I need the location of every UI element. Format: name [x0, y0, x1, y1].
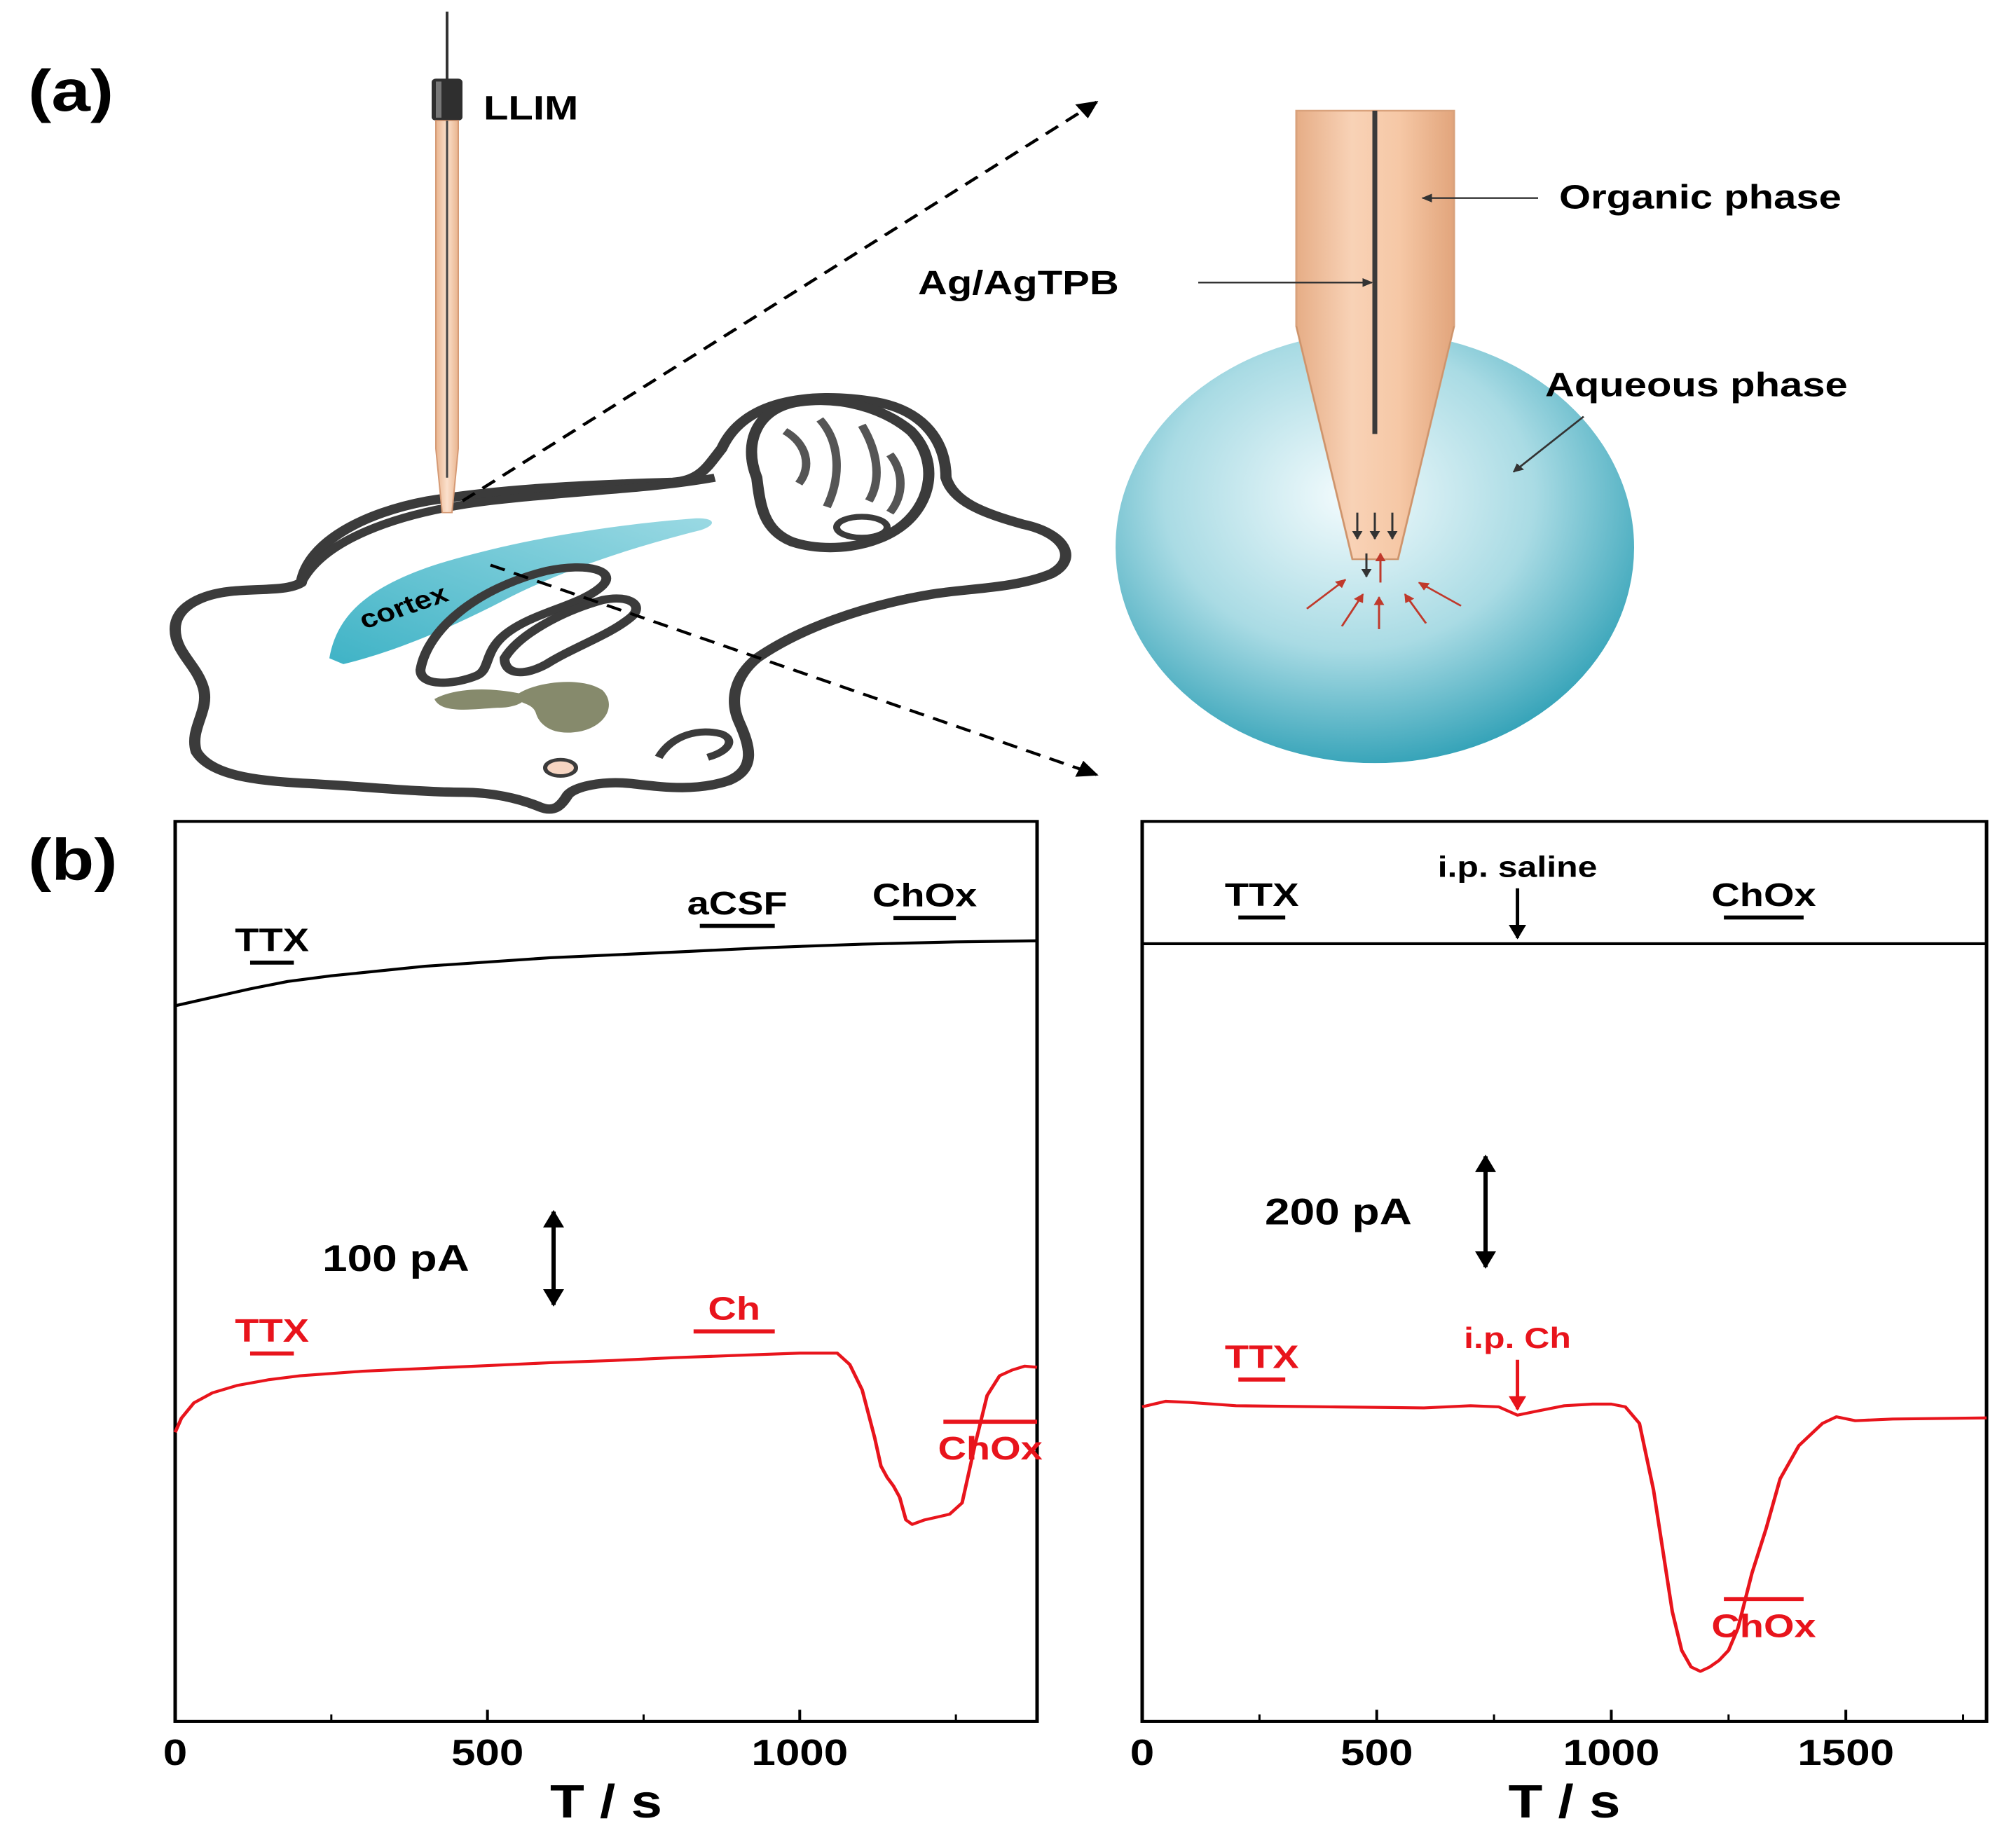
ion-arrows-red — [1305, 552, 1462, 629]
brain-inner-fold — [296, 474, 716, 584]
annotation-label: ChOx — [872, 877, 978, 913]
annotation-label: i.p. Ch — [1464, 1321, 1571, 1354]
panel-b-label: (b) — [28, 827, 118, 892]
cerebellum — [746, 395, 935, 553]
basal-region-1 — [434, 689, 525, 710]
plot-frame — [173, 820, 1039, 1723]
plot-frame — [1140, 820, 1989, 1723]
annotation-label: i.p. saline — [1438, 850, 1598, 883]
aqueous-pointer — [1512, 415, 1585, 473]
x-tick-label: 0 — [1130, 1733, 1154, 1773]
red-trace — [173, 1352, 1038, 1526]
annotation-label: aCSF — [687, 884, 788, 921]
annotation-label: TTX — [235, 1312, 309, 1349]
ion-arrows-down — [1352, 512, 1398, 578]
black-trace — [174, 939, 1038, 1008]
annotation-label: ChOx — [1711, 1607, 1816, 1644]
organic-phase-label: Organic phase — [1559, 179, 1842, 216]
x-axis-label: T / s — [1508, 1775, 1620, 1827]
x-tick-label: 1000 — [751, 1733, 848, 1773]
annotation-label: TTX — [1225, 876, 1299, 912]
annotation-label: ChOx — [938, 1430, 1043, 1466]
zoom-line-bottom — [490, 563, 1099, 777]
brainstem-fold — [654, 728, 734, 761]
annotation-label: TTX — [1225, 1338, 1299, 1375]
x-tick-label: 1000 — [1563, 1733, 1659, 1773]
annotation-label: TTX — [235, 921, 309, 958]
red-trace — [1141, 1399, 1987, 1673]
ag-agtpb-label: Ag/AgTPB — [918, 264, 1119, 301]
x-tick-label: 1500 — [1797, 1733, 1894, 1773]
panel-a-label: (a) — [28, 59, 114, 123]
x-tick-label: 0 — [163, 1733, 187, 1773]
scale-bar-label: 100 pA — [322, 1238, 469, 1279]
tip-closeup — [1116, 109, 1634, 764]
x-tick-label: 500 — [1340, 1733, 1413, 1773]
aqueous-phase-label: Aqueous phase — [1545, 366, 1848, 404]
scale-bar-label: 200 pA — [1265, 1192, 1412, 1233]
ventricle-outline — [499, 594, 641, 677]
basal-region-2 — [515, 682, 609, 733]
llim-electrode — [432, 11, 462, 514]
annotation-label: ChOx — [1711, 876, 1816, 912]
panel-a: (a) cortex — [28, 11, 1848, 814]
brain-diagram: cortex — [170, 393, 1071, 814]
zoom-line-top — [461, 100, 1099, 502]
llim-label: LLIM — [484, 90, 578, 127]
x-axis-label: T / s — [550, 1775, 662, 1827]
cortex-region — [329, 518, 713, 664]
x-tick-label: 500 — [451, 1733, 523, 1773]
annotation-label: Ch — [708, 1290, 760, 1326]
pituitary — [543, 757, 578, 778]
